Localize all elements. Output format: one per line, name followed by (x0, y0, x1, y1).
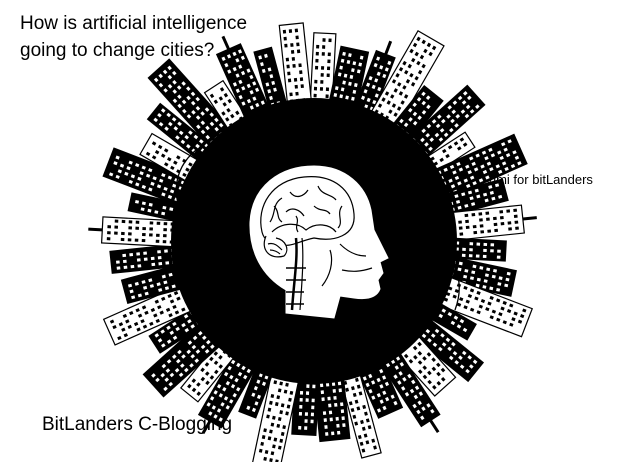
skyscraper-icon (102, 147, 197, 209)
title-line-2: going to change cities? (20, 40, 215, 61)
skyscraper-icon (120, 262, 191, 305)
brain-cross-section-icon (260, 176, 373, 311)
skyscraper-icon (337, 365, 382, 459)
skyscraper-icon (88, 216, 184, 248)
skyscraper-icon (443, 204, 537, 242)
skyscraper-icon (215, 35, 273, 127)
skyscraper-icon (102, 281, 200, 346)
skyscraper-icon (375, 344, 441, 434)
skyscraper-icon (431, 273, 534, 338)
skyscraper-icon (146, 102, 219, 167)
skyscraper-icon (147, 58, 237, 154)
skyscraper-icon (278, 22, 313, 112)
skyscraper-icon (312, 370, 351, 443)
page-title: How is artificial intelligence going to … (20, 10, 247, 64)
skyscraper-icon (142, 317, 227, 398)
footer-caption: BitLanders C-Blogging (42, 414, 233, 435)
title-line-1: How is artificial intelligence (20, 13, 248, 34)
skyscraper-icon (309, 32, 337, 111)
skyscraper-icon (127, 192, 188, 224)
